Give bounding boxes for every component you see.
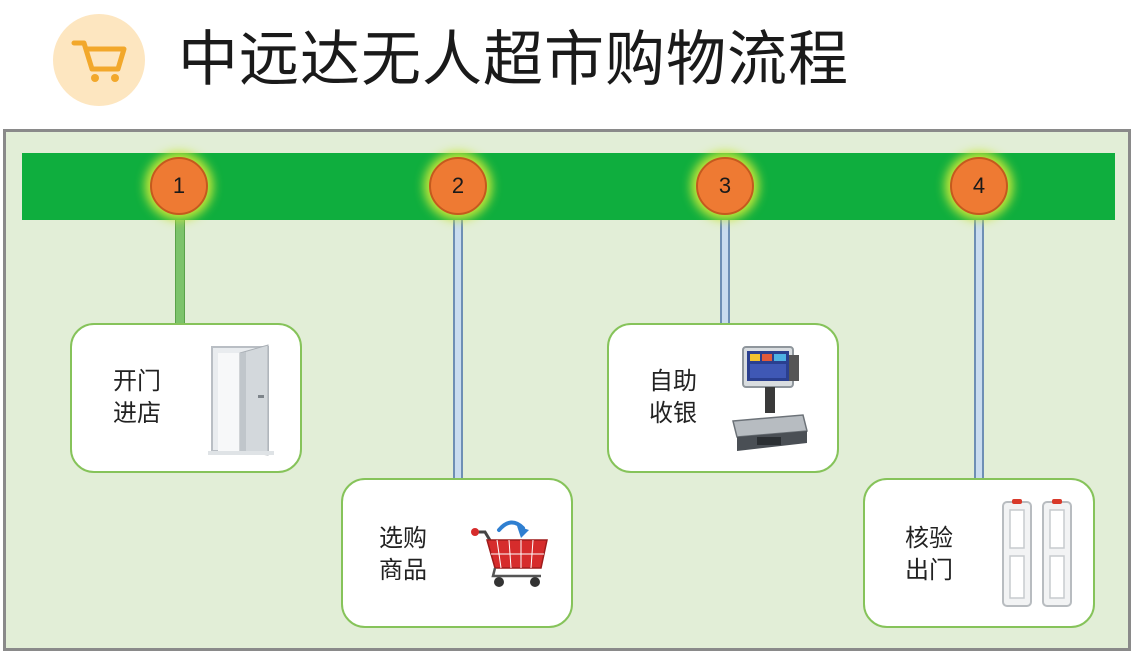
step-card-3: 自助 收银 — [607, 323, 839, 473]
step-number-2: 2 — [429, 157, 487, 215]
connector-step-3 — [720, 220, 730, 324]
step-number-1: 1 — [150, 157, 208, 215]
step-2-label-line1: 选购 — [379, 524, 427, 552]
cart-logo-icon — [53, 14, 145, 106]
shopping-cart-icon — [471, 518, 551, 594]
security-gate-icon — [999, 496, 1079, 616]
step-3-label-line1: 自助 — [649, 367, 697, 395]
connector-step-1 — [175, 220, 185, 324]
step-1-label-line1: 开门 — [113, 367, 161, 395]
door-icon — [206, 343, 276, 461]
step-1-label-line2: 进店 — [113, 399, 161, 427]
step-2-label-line2: 商品 — [379, 556, 427, 584]
connector-step-4 — [974, 220, 984, 478]
page-title: 中远达无人超市购物流程 — [178, 25, 849, 95]
step-card-1: 开门 进店 — [70, 323, 302, 473]
step-number-3: 3 — [696, 157, 754, 215]
connector-step-2 — [453, 220, 463, 478]
step-number-4: 4 — [950, 157, 1008, 215]
step-card-4: 核验 出门 — [863, 478, 1095, 628]
pos-terminal-icon — [727, 345, 809, 461]
step-card-2: 选购 商品 — [341, 478, 573, 628]
step-4-label-line2: 出门 — [905, 556, 953, 584]
step-3-label-line2: 收银 — [649, 399, 697, 427]
step-4-label-line1: 核验 — [905, 524, 953, 552]
